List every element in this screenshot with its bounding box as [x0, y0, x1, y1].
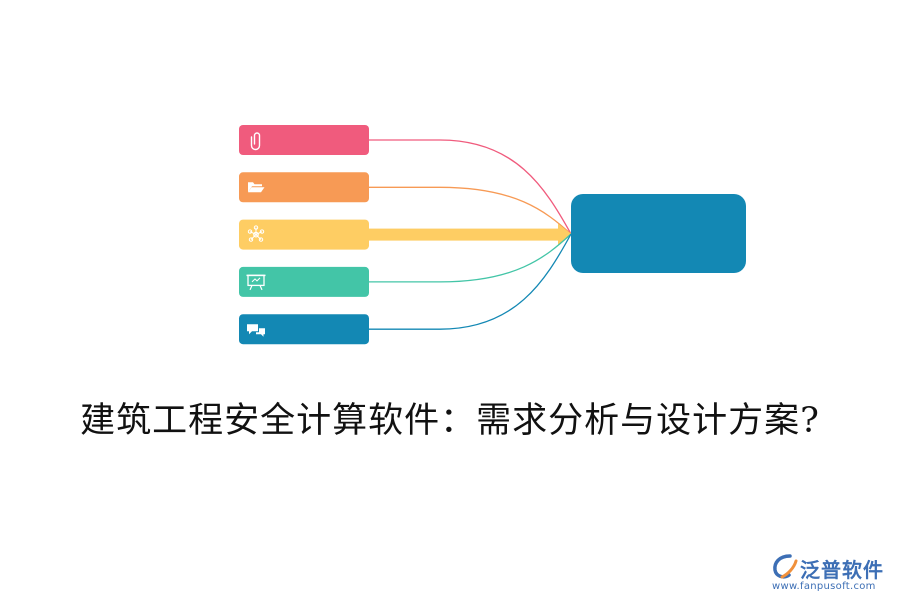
chat-bubbles-icon — [247, 324, 265, 337]
presentation-icon — [246, 274, 266, 291]
connector-line — [369, 233, 572, 283]
connector-lines — [368, 139, 572, 330]
folder-open-icon — [248, 182, 265, 193]
source-node-box — [239, 266, 369, 297]
source-node — [239, 172, 369, 203]
source-node — [239, 314, 369, 345]
network-icon — [247, 225, 265, 242]
connector-line — [369, 233, 572, 330]
page-title: 建筑工程安全计算软件：需求分析与设计方案? — [80, 401, 820, 441]
source-node-box — [239, 219, 369, 250]
source-node-box — [239, 314, 369, 345]
source-nodes — [239, 125, 369, 345]
logo-url: www.fanpusoft.com — [772, 581, 876, 592]
source-node — [239, 266, 369, 297]
brand-logo: 泛普软件 www.fanpusoft.com — [770, 553, 895, 597]
source-node — [239, 125, 369, 155]
highlight-arrow-head — [558, 223, 572, 246]
paperclip-icon — [250, 132, 261, 151]
connector-line — [369, 139, 572, 235]
logo-mark-icon — [773, 554, 798, 579]
highlight-arrow-shaft — [368, 228, 560, 241]
source-node — [239, 219, 369, 250]
source-node-box — [239, 172, 369, 203]
connector-line — [369, 186, 572, 235]
logo-name: 泛普软件 — [800, 558, 884, 582]
source-node-box — [239, 125, 369, 155]
target-node — [571, 194, 746, 273]
